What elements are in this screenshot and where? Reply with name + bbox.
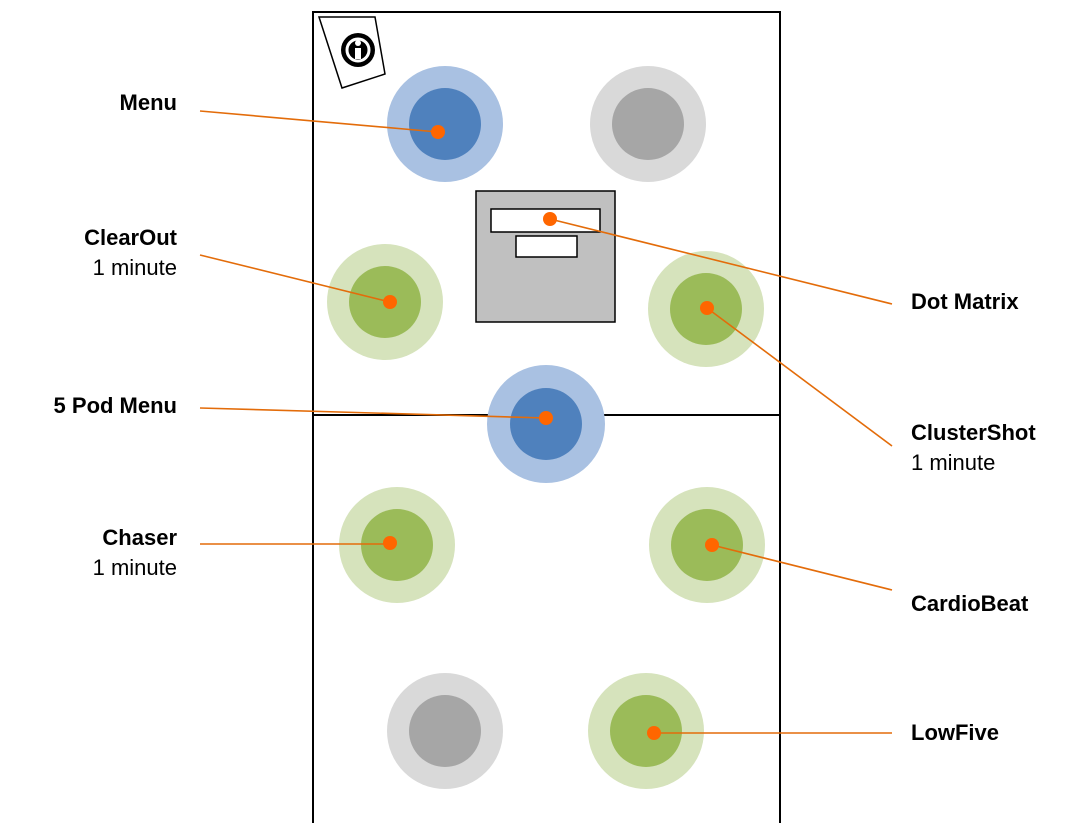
dot-matrix-panel bbox=[475, 190, 616, 323]
leader-cardiobeat bbox=[711, 544, 893, 591]
leader-clustershot bbox=[706, 307, 893, 447]
marker-dot-5-pod-menu bbox=[539, 411, 553, 425]
pod-chaser[interactable] bbox=[339, 487, 455, 603]
label-chaser-subtitle: 1 minute bbox=[92, 555, 177, 580]
label-cardiobeat: CardioBeat bbox=[911, 589, 1028, 619]
label-chaser: Chaser 1 minute bbox=[93, 523, 177, 583]
pod-top-right-inactive[interactable] bbox=[590, 66, 706, 182]
device-outline bbox=[312, 11, 781, 823]
label-clearout: ClearOut 1 minute bbox=[84, 223, 177, 283]
marker-dot-lowfive bbox=[647, 726, 661, 740]
marker-dot-clearout bbox=[383, 295, 397, 309]
label-clustershot-subtitle: 1 minute bbox=[911, 450, 996, 475]
label-lowfive-title: LowFive bbox=[911, 720, 1000, 745]
label-chaser-title: Chaser bbox=[102, 525, 177, 550]
label-clustershot: ClusterShot 1 minute bbox=[911, 418, 1036, 478]
label-menu-title: Menu bbox=[119, 90, 177, 115]
label-menu: Menu bbox=[120, 88, 177, 118]
pod-bottom-left-inactive[interactable] bbox=[387, 673, 503, 789]
label-5-pod-menu: 5 Pod Menu bbox=[54, 391, 177, 421]
leader-5-pod-menu bbox=[199, 407, 547, 419]
label-cardiobeat-title: CardioBeat bbox=[911, 591, 1029, 616]
leader-menu bbox=[199, 110, 439, 133]
label-5-pod-menu-title: 5 Pod Menu bbox=[53, 393, 177, 418]
label-dot-matrix: Dot Matrix bbox=[911, 287, 1019, 317]
pod-menu[interactable] bbox=[387, 66, 503, 182]
marker-dots bbox=[383, 125, 719, 740]
label-lowfive: LowFive bbox=[911, 718, 999, 748]
leader-dot-matrix bbox=[549, 218, 893, 305]
marker-dot-menu bbox=[431, 125, 445, 139]
leader-clearout bbox=[199, 254, 391, 303]
label-clustershot-title: ClusterShot bbox=[911, 420, 1036, 445]
leader-lines bbox=[199, 110, 893, 734]
fitlight-logo-icon bbox=[317, 16, 386, 89]
label-clearout-subtitle: 1 minute bbox=[92, 255, 177, 280]
label-clearout-title: ClearOut bbox=[84, 225, 177, 250]
marker-dot-dot-matrix bbox=[543, 212, 557, 226]
marker-dot-cardiobeat bbox=[705, 538, 719, 552]
label-dot-matrix-title: Dot Matrix bbox=[911, 289, 1019, 314]
marker-dot-clustershot bbox=[700, 301, 714, 315]
marker-dot-chaser bbox=[383, 536, 397, 550]
pod-lowfive[interactable] bbox=[588, 673, 704, 789]
